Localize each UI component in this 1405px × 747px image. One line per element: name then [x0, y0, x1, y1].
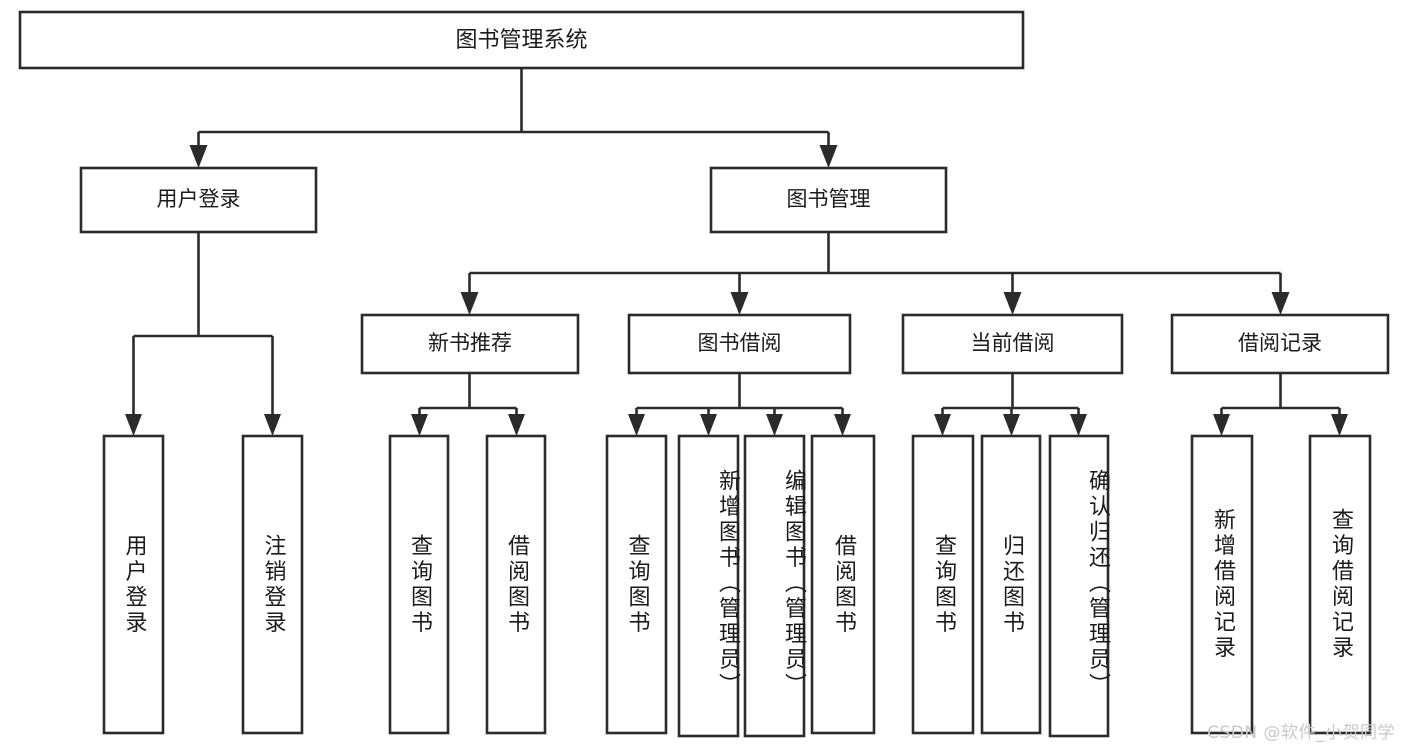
arrow-head-leaf-userlogin: [125, 414, 142, 436]
arrow-head-leaf-add-book: [700, 414, 717, 436]
node-new-book-recommend[interactable]: 新书推荐: [360, 313, 580, 375]
arrow-head-leaf-query-book-2: [628, 414, 645, 436]
node-root-label: 图书管理系统: [455, 28, 587, 53]
edge-current-to-leaves: [934, 373, 1087, 436]
leaf-boxes: [102, 434, 1372, 738]
edge-newbook-to-leaves: [411, 373, 525, 436]
arrow-head-user-login: [189, 145, 208, 168]
leaf-box-add-book[interactable]: [677, 434, 740, 738]
leaf-box-logout[interactable]: [241, 434, 304, 735]
node-user-login[interactable]: 用户登录: [79, 166, 318, 234]
leaf-box-borrow-book-1[interactable]: [485, 434, 547, 735]
leaf-box-return-book[interactable]: [980, 434, 1042, 735]
node-root[interactable]: 图书管理系统: [18, 10, 1025, 70]
arrow-head-leaf-query-book-3: [934, 414, 951, 436]
edge-root-to-level2: [189, 68, 838, 168]
watermark-text: CSDN @软件_小贺同学: [1207, 723, 1395, 743]
node-user-login-label: 用户登录: [157, 187, 241, 211]
leaf-box-borrow-book-2[interactable]: [810, 434, 876, 735]
arrow-head-leaf-confirm-return: [1070, 414, 1087, 436]
leaf-box-user-login[interactable]: [102, 434, 165, 735]
arrow-head-leaf-borrow-book-1: [508, 414, 525, 436]
node-book-management-label: 图书管理: [787, 187, 871, 211]
node-book-management-box[interactable]: [709, 166, 948, 234]
node-user-login-box[interactable]: [79, 166, 318, 234]
leaf-box-query-record[interactable]: [1308, 434, 1372, 735]
arrow-head-leaf-edit-book: [766, 414, 783, 436]
node-current-borrow-label: 当前借阅: [971, 331, 1055, 355]
arrow-head-leaf-query-record: [1331, 414, 1348, 436]
node-book-borrow[interactable]: 图书借阅: [627, 313, 852, 375]
node-borrow-records-label: 借阅记录: [1238, 331, 1322, 355]
arrow-head-leaf-query-book-1: [411, 414, 428, 436]
arrow-head-book-mgmt: [819, 145, 838, 168]
node-root-box[interactable]: [18, 10, 1025, 70]
leaf-box-query-book-2[interactable]: [605, 434, 668, 735]
leaf-box-add-record[interactable]: [1190, 434, 1254, 735]
node-new-book-recommend-label: 新书推荐: [428, 331, 512, 355]
arrow-head-newbook: [460, 292, 479, 315]
leaf-box-confirm-return[interactable]: [1048, 434, 1110, 738]
arrow-head-leaf-return-book: [1003, 414, 1020, 436]
arrow-head-leaf-logout: [264, 414, 281, 436]
leaf-box-edit-book[interactable]: [743, 434, 806, 738]
node-current-borrow[interactable]: 当前借阅: [901, 313, 1124, 375]
leaf-box-query-book-3[interactable]: [911, 434, 975, 735]
edge-userlogin-to-leaves: [125, 232, 281, 436]
node-new-book-recommend-box[interactable]: [360, 313, 580, 375]
arrow-head-records: [1271, 292, 1290, 315]
edge-records-to-leaves: [1213, 373, 1348, 436]
node-current-borrow-box[interactable]: [901, 313, 1124, 375]
arrow-head-borrow: [730, 292, 749, 315]
arrow-head-leaf-add-record: [1213, 414, 1230, 436]
edge-borrow-to-leaves: [628, 373, 851, 436]
arrow-head-leaf-borrow-book-2: [834, 414, 851, 436]
leaf-box-query-book-1[interactable]: [388, 434, 450, 735]
node-book-management[interactable]: 图书管理: [709, 166, 948, 234]
node-book-borrow-box[interactable]: [627, 313, 852, 375]
arrow-head-current: [1003, 292, 1022, 315]
node-borrow-records-box[interactable]: [1170, 313, 1390, 375]
edge-bookmgmt-to-level3: [460, 232, 1290, 315]
node-borrow-records[interactable]: 借阅记录: [1170, 313, 1390, 375]
node-book-borrow-label: 图书借阅: [698, 331, 782, 355]
